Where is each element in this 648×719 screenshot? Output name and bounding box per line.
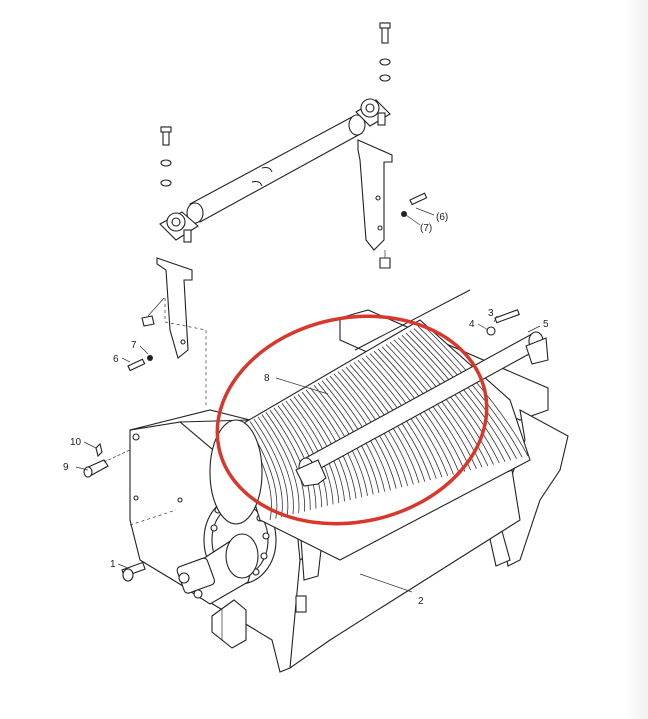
- hydraulic-motor: [176, 533, 259, 649]
- callout-5: 5: [543, 319, 549, 330]
- cable-winding: [353, 362, 431, 481]
- guide-roller: [295, 289, 549, 487]
- cable-winding: [373, 350, 460, 474]
- mounting-bolt: [121, 561, 146, 582]
- cable-winding: [257, 416, 294, 515]
- cable-winding: [265, 412, 305, 512]
- callout-7-ref: (7): [420, 223, 432, 234]
- callout-3: 3: [488, 308, 494, 319]
- cable-winding: [249, 421, 283, 518]
- callout-1: 1: [110, 559, 116, 570]
- cable-winding: [381, 346, 472, 471]
- callout-2: 2: [418, 596, 424, 607]
- cable-winding: [389, 341, 483, 468]
- upper-roller-assembly: [127, 22, 428, 372]
- cable-winding: [405, 332, 506, 462]
- left-bolt-stack: [160, 126, 172, 187]
- callout-8: 8: [264, 373, 270, 384]
- cable-winding: [253, 418, 289, 516]
- callout-6-ref: (6): [436, 212, 448, 223]
- cable-winding: [417, 325, 523, 458]
- upper-roller: [186, 114, 366, 224]
- cable-winding: [349, 364, 426, 482]
- cable-winding: [357, 359, 437, 479]
- cable-winding: [361, 357, 443, 478]
- left-pillow-block: [159, 211, 199, 243]
- right-support-bracket: [357, 139, 428, 269]
- cable-winding: [397, 337, 494, 465]
- cable-winding: [369, 353, 454, 475]
- callout-9: 9: [63, 462, 69, 473]
- left-small-bolt: [127, 355, 153, 372]
- right-pillow-block: [355, 98, 391, 127]
- cable-winding: [365, 355, 449, 477]
- cable-winding: [261, 414, 300, 513]
- pin-and-clip: [83, 442, 131, 478]
- page-edge-shadow: [624, 0, 648, 719]
- right-bolt-stack: [379, 22, 391, 82]
- cable-winding: [401, 335, 500, 464]
- cable-winding: [413, 328, 517, 460]
- highlight-circle: [215, 314, 489, 526]
- cable-winding: [377, 348, 466, 472]
- cable-winding: [409, 330, 512, 461]
- callout-10: 10: [70, 437, 82, 448]
- callout-7: 7: [131, 340, 137, 351]
- cable-winding: [393, 339, 489, 467]
- leader-lines: [75, 207, 541, 593]
- callout-6: 6: [113, 354, 119, 365]
- left-support-bracket: [141, 257, 193, 359]
- callout-labels: 1 2 3 4 5 6 7 8 9 10 (6) (7): [63, 212, 549, 607]
- cable-winding: [345, 366, 420, 484]
- callout-4: 4: [469, 319, 475, 330]
